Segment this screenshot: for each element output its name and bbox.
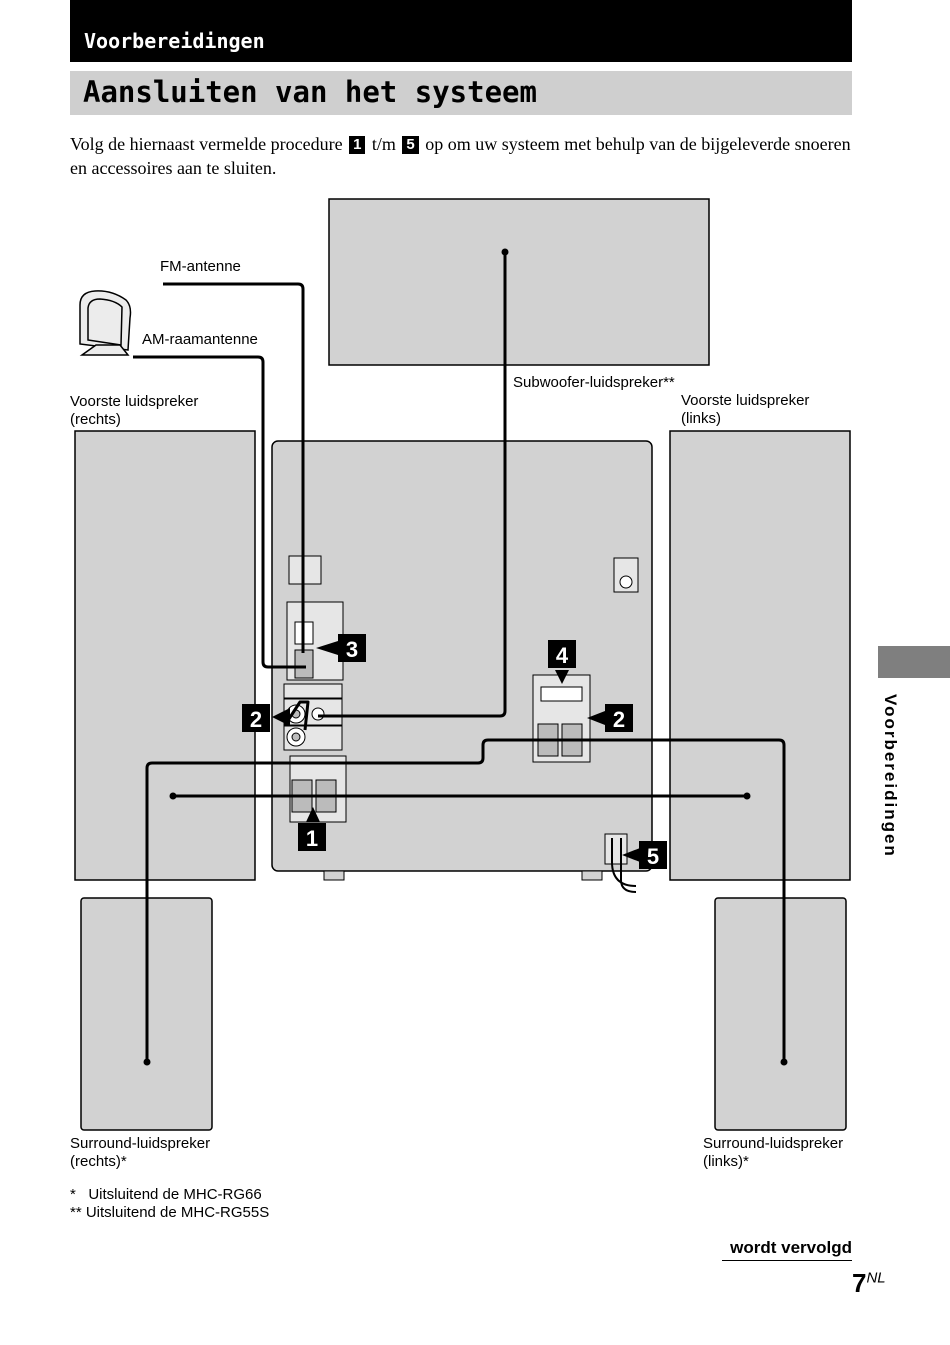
step-badge-5: 5 [647, 844, 659, 869]
step-badge-3: 3 [346, 637, 358, 662]
title-bar: Aansluiten van het systeem [70, 71, 852, 115]
cable-end-dots [143, 248, 788, 1066]
step-badge-2b: 2 [613, 707, 625, 732]
page-number-suffix: NL [866, 1269, 886, 1287]
unit-foot-left [323, 870, 345, 881]
label-am-antenna: AM-raamantenne [142, 331, 258, 348]
page-number-value: 7 [852, 1268, 867, 1298]
step-arrows [272, 641, 640, 862]
step-badge-4-bg [548, 640, 576, 668]
intro-text-2: t/m [371, 134, 396, 154]
step-badge-last: 5 [402, 136, 419, 154]
section-header-text: Voorbereidingen [84, 29, 265, 53]
section-header-bar: Voorbereidingen [70, 0, 852, 62]
label-surround-right: Surround-luidspreker (rechts)* [70, 1135, 211, 1170]
intro-paragraph: Volg de hiernaast vermelde procedure 1 t… [70, 132, 860, 180]
step-badge-2b-bg [605, 704, 633, 732]
subwoofer-speaker [328, 198, 710, 366]
side-tab-marker [878, 646, 950, 678]
intro-text-1: Volg de hiernaast vermelde procedure [70, 134, 343, 154]
footnote-1: * Uitsluitend de MHC-RG66 [70, 1186, 262, 1203]
unit-foot-right [581, 870, 603, 881]
page-number: 7NL [852, 1268, 886, 1299]
continued-note: wordt vervolgd [722, 1238, 852, 1261]
footnote-2: ** Uitsluitend de MHC-RG55S [70, 1204, 270, 1221]
terminal-loop-2 [283, 700, 310, 731]
label-front-right: Voorste luidspreker (rechts) [70, 393, 199, 428]
fm-antenna-cable [163, 282, 305, 653]
step-badge-2a-bg [242, 704, 270, 732]
label-front-left: Voorste luidspreker (links) [681, 392, 810, 427]
ac-power-cord [611, 838, 637, 887]
front-speaker-left [669, 430, 851, 881]
subwoofer-cable [318, 252, 507, 718]
page-title: Aansluiten van het systeem [83, 75, 537, 109]
intro-text-3: op om uw systeem met behulp van de bijge… [70, 134, 851, 178]
step-badge-4: 4 [556, 643, 569, 668]
step-badge-first: 1 [349, 136, 366, 154]
am-antenna-icon [79, 290, 132, 356]
label-surround-left: Surround-luidspreker (links)* [703, 1135, 844, 1170]
step-badge-5-bg [639, 841, 667, 869]
surround-cable-right [145, 738, 786, 1062]
am-antenna-cable [133, 355, 306, 669]
front-speaker-right [74, 430, 256, 881]
side-tab-label: Voorbereidingen [881, 694, 900, 858]
cables [133, 252, 786, 1062]
surround-speaker-left [714, 897, 847, 1131]
label-fm-antenna: FM-antenne [160, 258, 241, 275]
label-subwoofer: Subwoofer-luidspreker** [513, 374, 675, 391]
step-badge-1-bg [298, 823, 326, 851]
step-badge-2a: 2 [250, 707, 262, 732]
step-badge-3-bg [338, 634, 366, 662]
step-badge-1: 1 [306, 826, 318, 851]
